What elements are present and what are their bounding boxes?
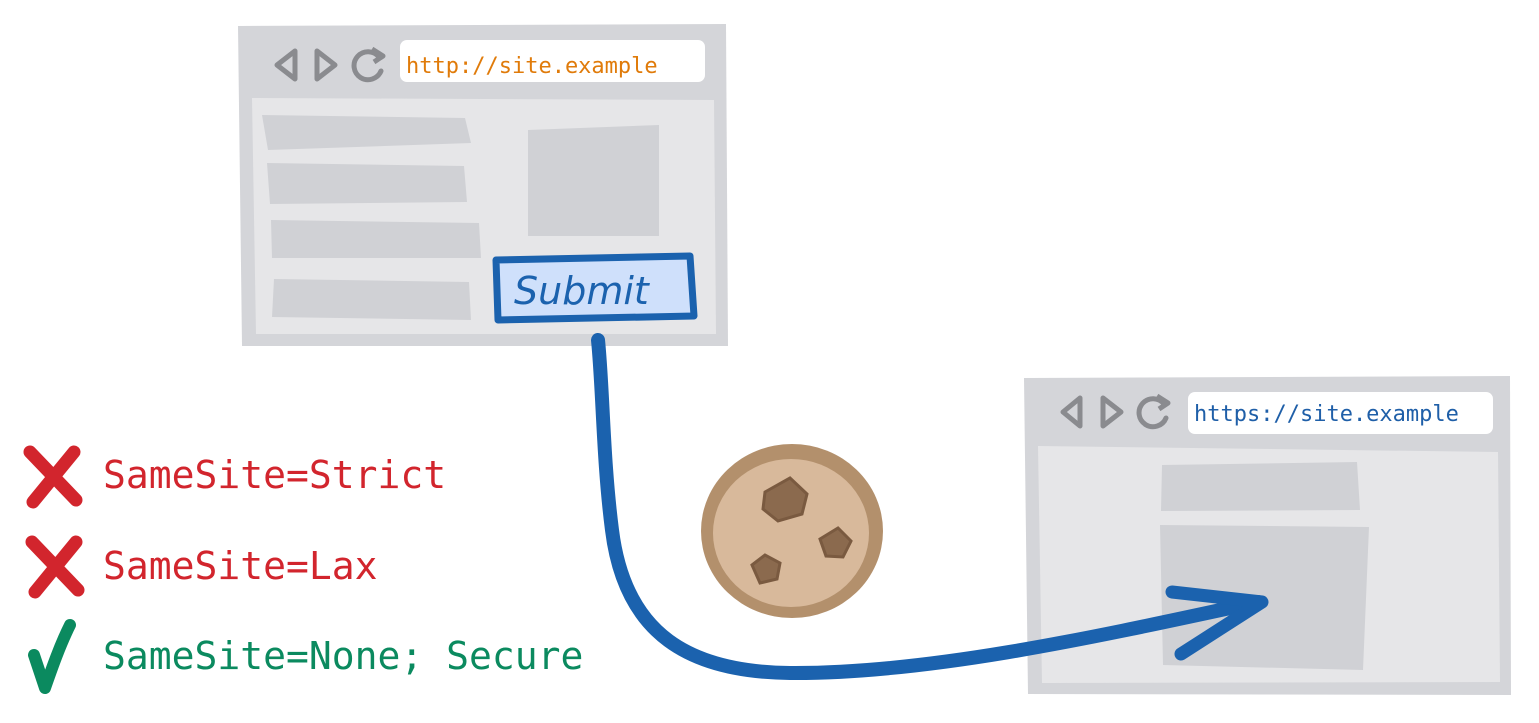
content-line bbox=[272, 279, 471, 320]
target-address-bar bbox=[1188, 392, 1493, 434]
content-line bbox=[267, 163, 467, 204]
reload-icon bbox=[1136, 393, 1171, 430]
rule-none-secure: SameSite=None; Secure bbox=[28, 619, 583, 694]
source-url: http://site.example bbox=[406, 54, 658, 79]
source-address-bar bbox=[400, 40, 705, 82]
rule-strict: SameSite=Strict bbox=[23, 445, 446, 509]
cross-site-request-arrow bbox=[591, 333, 1269, 681]
image-placeholder bbox=[528, 125, 659, 236]
cross-icon bbox=[23, 445, 83, 509]
chocolate-chip bbox=[818, 526, 853, 559]
chocolate-chip bbox=[761, 476, 809, 523]
rule-lax: SameSite=Lax bbox=[25, 535, 378, 599]
cross-icon bbox=[25, 535, 85, 599]
check-icon bbox=[28, 619, 76, 694]
source-browser-window: http://site.example Submit bbox=[238, 24, 728, 346]
reload-icon bbox=[351, 46, 386, 83]
content-line bbox=[1161, 462, 1360, 511]
rule-text: SameSite=Lax bbox=[103, 544, 378, 588]
submit-button[interactable]: Submit bbox=[492, 252, 698, 324]
rule-text: SameSite=Strict bbox=[103, 453, 446, 497]
submit-label: Submit bbox=[514, 269, 651, 313]
forward-icon bbox=[314, 48, 338, 82]
forward-icon bbox=[1100, 395, 1124, 429]
back-icon bbox=[274, 48, 298, 82]
content-line bbox=[271, 220, 481, 258]
content-line bbox=[262, 115, 471, 150]
chocolate-chip bbox=[750, 553, 782, 585]
target-url: https://site.example bbox=[1194, 402, 1459, 427]
rule-text: SameSite=None; Secure bbox=[103, 634, 583, 678]
cookie-icon bbox=[701, 444, 883, 618]
cookie-rule-list: SameSite=Strict SameSite=Lax SameSite=No… bbox=[23, 445, 583, 694]
target-browser-window: https://site.example bbox=[1024, 376, 1511, 695]
back-icon bbox=[1060, 395, 1083, 429]
